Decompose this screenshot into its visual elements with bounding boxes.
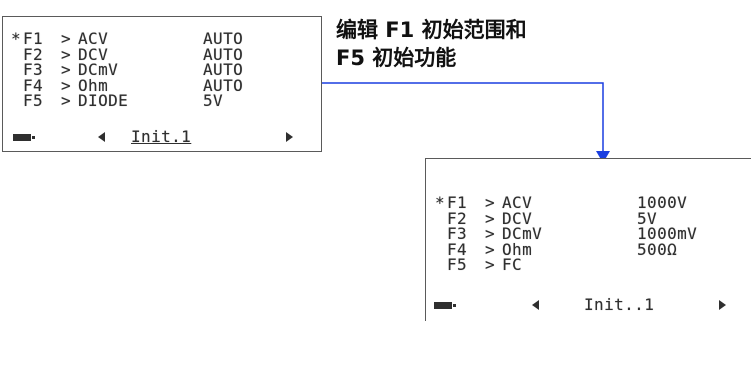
- function-key-label: F2: [23, 44, 44, 64]
- triangle-right-icon[interactable]: [286, 132, 293, 142]
- initial-range: 500Ω: [637, 239, 678, 259]
- page-label: Init.1: [131, 127, 192, 146]
- function-row-f3[interactable]: F3 > DCmV AUTO: [11, 60, 243, 79]
- caption-line-2: F5 初始功能: [336, 46, 457, 70]
- function-key-label: F5: [447, 255, 468, 274]
- function-name: ACV: [502, 193, 533, 212]
- function-name: DCV: [78, 44, 109, 64]
- row-arrow: >: [61, 91, 72, 110]
- initial-range: AUTO: [203, 29, 244, 48]
- function-row-f2[interactable]: F2 > DCV AUTO: [11, 44, 243, 64]
- row-arrow: >: [485, 193, 496, 212]
- caption: 编辑 F1 初始范围和 F5 初始功能: [336, 16, 527, 72]
- row-arrow: >: [485, 255, 496, 274]
- initial-range: 1000V: [637, 193, 688, 212]
- function-row-f4[interactable]: F4 > Ohm 500Ω: [435, 239, 677, 259]
- initial-range: AUTO: [203, 75, 244, 95]
- initial-range: 1000mV: [637, 224, 698, 243]
- initial-range: AUTO: [203, 44, 244, 64]
- function-row-f5[interactable]: F5 > FC: [435, 255, 522, 274]
- function-name: FC: [502, 255, 523, 274]
- battery-icon: [434, 302, 456, 309]
- function-key-label: F1: [447, 193, 468, 212]
- caption-line-1: 编辑 F1 初始范围和: [336, 18, 527, 42]
- function-key-label: F3: [447, 224, 468, 243]
- connector-arrowhead: [596, 151, 610, 163]
- function-name: Ohm: [502, 239, 533, 259]
- function-list: * F1 > ACV AUTO F2 > DCV AUTO F3 > DCmV …: [11, 29, 243, 110]
- row-arrow: >: [61, 29, 72, 48]
- initial-range: 5V: [203, 91, 224, 110]
- lcd-screen-after: * F1 > ACV 1000V F2 > DCV 5V F3 > DCmV 1…: [425, 158, 751, 321]
- function-row-f3[interactable]: F3 > DCmV 1000mV: [435, 224, 697, 243]
- function-name: ACV: [78, 29, 109, 48]
- lcd-screen-before: * F1 > ACV AUTO F2 > DCV AUTO F3 > DCmV …: [2, 16, 322, 152]
- function-key-label: F1: [23, 29, 44, 48]
- function-key-label: F4: [23, 75, 44, 95]
- function-key-label: F4: [447, 239, 468, 259]
- function-name: DCmV: [502, 224, 543, 243]
- selection-marker: *: [11, 29, 22, 48]
- selection-marker: *: [435, 193, 446, 212]
- function-row-f1[interactable]: * F1 > ACV AUTO: [11, 29, 243, 48]
- status-bar: Init.1: [3, 127, 321, 149]
- function-list: * F1 > ACV 1000V F2 > DCV 5V F3 > DCmV 1…: [435, 193, 697, 274]
- function-row-f1[interactable]: * F1 > ACV 1000V: [435, 193, 687, 212]
- row-arrow: >: [485, 208, 496, 228]
- function-key-label: F3: [23, 60, 44, 79]
- battery-icon: [13, 134, 35, 141]
- row-arrow: >: [485, 239, 496, 259]
- function-row-f4[interactable]: F4 > Ohm AUTO: [11, 75, 243, 95]
- row-arrow: >: [485, 224, 496, 243]
- row-arrow: >: [61, 75, 72, 95]
- function-name: DCmV: [78, 60, 119, 79]
- function-name: DIODE: [78, 91, 129, 110]
- status-bar: Init..1: [426, 295, 751, 317]
- triangle-left-icon[interactable]: [532, 300, 539, 310]
- triangle-left-icon[interactable]: [98, 132, 105, 142]
- connector-line: [322, 82, 604, 156]
- function-name: DCV: [502, 208, 533, 228]
- function-key-label: F2: [447, 208, 468, 228]
- row-arrow: >: [61, 44, 72, 64]
- row-arrow: >: [61, 60, 72, 79]
- function-name: Ohm: [78, 75, 109, 95]
- function-row-f5[interactable]: F5 > DIODE 5V: [11, 91, 223, 110]
- function-key-label: F5: [23, 91, 44, 110]
- initial-range: AUTO: [203, 60, 244, 79]
- initial-range: 5V: [637, 208, 658, 228]
- triangle-right-icon[interactable]: [719, 300, 726, 310]
- page-label: Init..1: [584, 295, 655, 314]
- function-row-f2[interactable]: F2 > DCV 5V: [435, 208, 657, 228]
- connector-arrow: [322, 82, 610, 163]
